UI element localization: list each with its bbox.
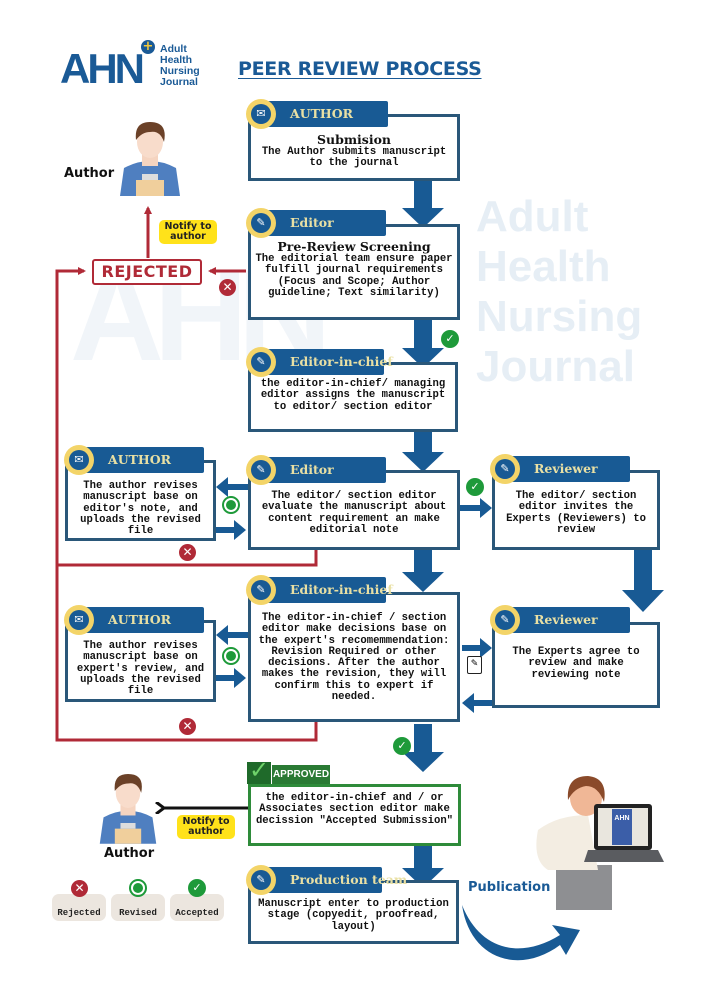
reviewer-role-icon: ✎ xyxy=(490,605,520,635)
role-tab: AUTHOR xyxy=(74,607,204,633)
publisher-person-icon: AHN xyxy=(536,776,664,910)
author-role-icon: ✉ xyxy=(246,99,276,129)
role-tab: Reviewer xyxy=(500,456,630,482)
logo-line: Nursing xyxy=(160,65,200,77)
watermark-line: Adult xyxy=(476,192,589,241)
revised-check-icon xyxy=(222,647,240,665)
revised-check-icon xyxy=(222,496,240,514)
step-text: the editor-in-chief and / or Associates … xyxy=(255,792,454,827)
step-reviewer-note: The Experts agree to review and make rev… xyxy=(492,622,660,708)
publication-curve xyxy=(462,905,580,961)
role-tab: Production team xyxy=(256,867,407,893)
step-text: The editorial team ensure paper fulfill … xyxy=(255,253,453,299)
arrow-down xyxy=(622,550,664,612)
editor-in-chief-role-icon: ✎ xyxy=(246,575,276,605)
rejected-label: REJECTED xyxy=(92,259,202,285)
legend-revised: Revised xyxy=(111,894,165,921)
logo-line: Adult xyxy=(160,43,187,55)
notify-badge-bottom: Notify to author xyxy=(177,815,235,839)
arrow-right xyxy=(460,498,492,518)
arrow-left xyxy=(216,477,248,497)
step-heading: Submision xyxy=(316,132,392,147)
step-approved: the editor-in-chief and / or Associates … xyxy=(248,784,461,846)
revised-check-icon xyxy=(129,879,147,897)
author-role-icon: ✉ xyxy=(64,445,94,475)
laptop-cover-text: AHN xyxy=(614,815,629,822)
production-role-icon: ✎ xyxy=(246,865,276,895)
arrow-down xyxy=(402,550,444,592)
arrow-down xyxy=(402,724,444,772)
step-text: The Experts agree to review and make rev… xyxy=(512,646,640,681)
author-label-bottom: Author xyxy=(104,846,155,861)
logo-text: Adult Health Nursing Journal xyxy=(160,44,200,88)
step-reviewer-invite: The editor/ section editor invites the E… xyxy=(492,470,660,550)
author-role-icon: ✉ xyxy=(64,605,94,635)
step-screening: Pre-Review Screening The editorial team … xyxy=(248,224,460,320)
role-tab: Reviewer xyxy=(500,607,630,633)
step-text: the editor-in-chief/ managing editor ass… xyxy=(260,378,446,413)
author-person-icon xyxy=(120,122,180,196)
watermark-line: Journal xyxy=(476,342,635,391)
arrow-left xyxy=(216,625,248,645)
arrow-down xyxy=(402,430,444,472)
arrow-down xyxy=(402,180,444,228)
check-circle-icon: ✓ xyxy=(188,879,206,897)
logo-plus-icon: + xyxy=(141,39,155,54)
x-circle-icon: ✕ xyxy=(179,718,196,735)
legend-rejected: Rejected xyxy=(52,894,106,921)
arrow-right xyxy=(204,668,246,688)
step-heading: Pre-Review Screening xyxy=(277,239,431,254)
x-circle-icon: ✕ xyxy=(219,279,236,296)
step-decision: The editor-in-chief / section editor mak… xyxy=(248,592,460,722)
arrow-right xyxy=(462,638,492,658)
author-label-top: Author xyxy=(64,166,115,181)
flow-arrows xyxy=(204,180,664,888)
role-tab: AUTHOR xyxy=(256,101,388,127)
step-text: The editor/ section editor invites the E… xyxy=(506,490,646,536)
watermark-line: Nursing xyxy=(476,292,643,341)
role-tab: AUTHOR xyxy=(74,447,204,473)
approved-check-icon: ✓ xyxy=(247,756,271,784)
step-text: Manuscript enter to production stage (co… xyxy=(258,898,449,933)
role-tab: Editor xyxy=(256,457,386,483)
step-text: The editor/ section editor evaluate the … xyxy=(261,490,447,536)
role-tab: Editor-in-chief xyxy=(256,349,393,375)
logo-line: Health xyxy=(160,54,193,66)
check-circle-icon: ✓ xyxy=(466,478,484,496)
approved-tab: APPROVED xyxy=(272,765,330,784)
check-circle-icon: ✓ xyxy=(393,737,411,755)
check-circle-icon: ✓ xyxy=(441,330,459,348)
step-text: The Author submits manuscript to the jou… xyxy=(261,146,447,170)
role-tab: Editor xyxy=(256,210,386,236)
step-text: The author revises manuscript base on ed… xyxy=(80,480,201,538)
legend-accepted: Accepted xyxy=(170,894,224,921)
reviewer-role-icon: ✎ xyxy=(490,454,520,484)
arrow-left xyxy=(462,693,492,713)
editor-role-icon: ✎ xyxy=(246,208,276,238)
author-person-icon xyxy=(99,774,157,844)
logo-mark: AHN xyxy=(60,45,145,92)
notify-badge-top: Notify to author xyxy=(159,220,217,244)
watermark-line: Health xyxy=(476,242,611,291)
editor-in-chief-role-icon: ✎ xyxy=(246,347,276,377)
step-production: Manuscript enter to production stage (co… xyxy=(248,880,459,944)
editor-role-icon: ✎ xyxy=(246,455,276,485)
step-text: The editor-in-chief / section editor mak… xyxy=(258,612,450,704)
step-author-revise-editor: The author revises manuscript base on ed… xyxy=(65,460,216,541)
step-author-revise-expert: The author revises manuscript base on ex… xyxy=(65,620,216,702)
arrow-down xyxy=(402,320,444,368)
step-text: The author revises manuscript base on ex… xyxy=(76,640,205,698)
review-note-icon: ✎ xyxy=(467,656,482,674)
rejection-lines xyxy=(55,206,318,742)
x-circle-icon: ✕ xyxy=(71,880,88,897)
arrow-right xyxy=(204,520,246,540)
logo-line: Journal xyxy=(160,76,198,88)
x-circle-icon: ✕ xyxy=(179,544,196,561)
publication-label: Publication xyxy=(468,880,551,895)
page-title: PEER REVIEW PROCESS xyxy=(238,58,482,80)
arrow-down xyxy=(402,846,444,888)
role-tab: Editor-in-chief xyxy=(256,577,393,603)
watermark-text: Adult Health Nursing Journal xyxy=(476,192,642,392)
step-editor-evaluation: The editor/ section editor evaluate the … xyxy=(248,470,460,550)
